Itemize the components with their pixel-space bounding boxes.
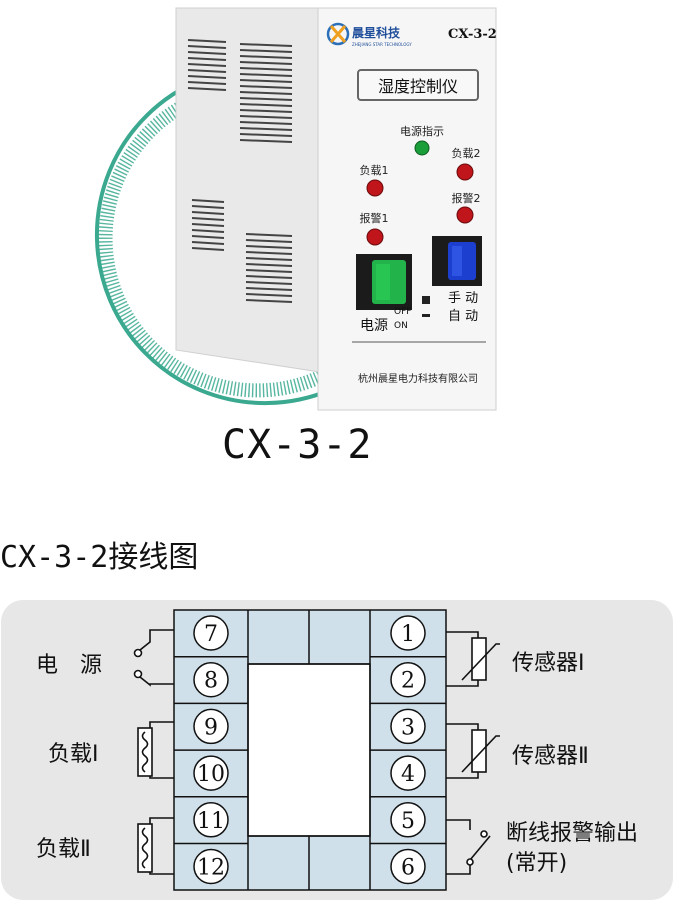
- vent-grilles: [187, 39, 293, 303]
- sensor1-label: 传感器Ⅰ: [512, 651, 585, 676]
- terminal-7: 7: [193, 615, 229, 651]
- terminal-9: 9: [193, 708, 229, 745]
- power-switch[interactable]: [356, 254, 412, 310]
- decorative-ring: [94, 78, 334, 406]
- terminal-1: 1: [390, 615, 426, 651]
- terminal-number: 10: [197, 762, 225, 787]
- terminal-number: 7: [204, 622, 218, 647]
- off-label: OFF: [394, 307, 411, 317]
- load2-label: 负载Ⅱ: [36, 837, 91, 862]
- terminal-4: 4: [390, 755, 426, 791]
- terminal-10: 10: [193, 755, 229, 791]
- name-plate: [357, 69, 479, 101]
- alarm1-label: 报警1: [360, 211, 389, 225]
- brand-logo-icon: [326, 22, 350, 46]
- sensor1-icon: [446, 631, 500, 687]
- terminal-12: 12: [193, 848, 229, 885]
- load1-label: 负载Ⅰ: [48, 742, 99, 767]
- terminal-number: 11: [197, 809, 225, 834]
- terminal-number: 5: [401, 809, 415, 834]
- company-name: 杭州晨星电力科技有限公司: [358, 372, 478, 385]
- terminal-number: 3: [401, 715, 415, 740]
- load1-element-icon: [137, 721, 174, 779]
- mode-indicator-icon: [422, 296, 430, 304]
- load2-element-icon: [137, 817, 174, 875]
- power-led-icon: [414, 140, 430, 156]
- terminal-number: 4: [401, 762, 415, 787]
- mode-indicator-icon: [422, 314, 430, 317]
- sensor2-label: 传感器Ⅱ: [512, 744, 589, 769]
- power-input: [133, 629, 174, 687]
- device-model: CX-3-2: [448, 27, 497, 42]
- power-switch-label: 电源: [360, 318, 388, 334]
- terminal-5: 5: [390, 802, 426, 838]
- terminal-number: 12: [197, 856, 225, 881]
- alarm-output-label: 断线报警输出: [506, 821, 638, 846]
- device-illustration: 晨星科技 ZHEJIANG STAR TECHNOLOGY CX-3-2 湿度控…: [94, 7, 497, 411]
- load1-led-icon: [366, 179, 384, 197]
- terminal-number: 8: [204, 669, 218, 694]
- load2-led-icon: [456, 163, 474, 181]
- alarm-output-note: (常开): [506, 851, 567, 876]
- manual-label: 手 动: [448, 291, 478, 306]
- load1-label: 负载1: [360, 163, 389, 177]
- power-indicator-label: 电源指示: [400, 124, 444, 138]
- terminal-11: 11: [193, 802, 229, 838]
- terminal-3: 3: [390, 708, 426, 745]
- terminal-6: 6: [390, 848, 426, 885]
- sensor2-icon: [446, 723, 500, 779]
- on-label: ON: [394, 321, 408, 331]
- auto-label: 自 动: [448, 309, 478, 324]
- alarm1-led-icon: [366, 228, 384, 246]
- terminal-number: 6: [401, 856, 415, 881]
- device-name: 湿度控制仪: [378, 77, 458, 96]
- terminal-2: 2: [390, 661, 426, 698]
- alarm2-label: 报警2: [452, 191, 481, 205]
- wiring-title: CX-3-2接线图: [0, 540, 199, 575]
- load2-label: 负载2: [452, 146, 481, 160]
- mode-switch[interactable]: [432, 236, 482, 286]
- terminal-number: 1: [401, 622, 415, 647]
- model-caption: CX-3-2: [222, 422, 373, 468]
- alarm2-led-icon: [456, 206, 474, 224]
- brand-subtitle: ZHEJIANG STAR TECHNOLOGY: [352, 42, 412, 47]
- brand-name: 晨星科技: [352, 25, 401, 40]
- terminal-number: 2: [401, 669, 415, 694]
- terminal-8: 8: [193, 661, 229, 698]
- alarm-relay-contact-icon: [446, 819, 491, 875]
- power-label: 电 源: [36, 653, 102, 678]
- terminal-number: 9: [204, 715, 218, 740]
